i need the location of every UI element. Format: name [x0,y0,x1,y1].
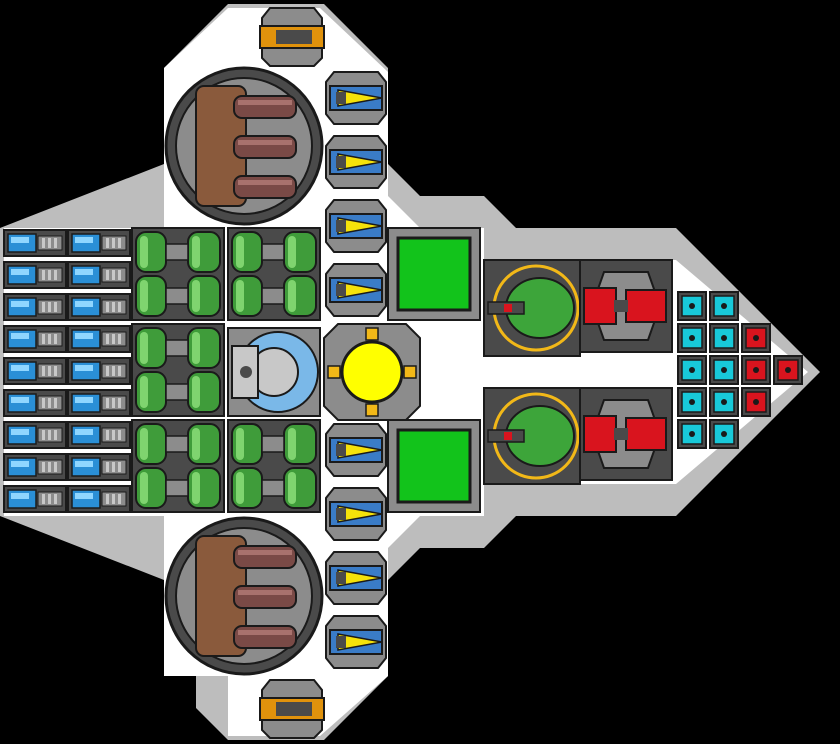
control-panel-icon[interactable] [387,419,481,513]
thruster-icon[interactable] [325,615,387,669]
fuel-tank-icon[interactable] [227,419,321,513]
shield-cell-icon[interactable] [741,355,771,385]
cargo-bay-icon[interactable] [164,66,324,226]
shield-cell-icon[interactable] [773,355,803,385]
cargo-bay-icon[interactable] [164,516,324,676]
battery-icon[interactable] [3,357,67,385]
battery-icon[interactable] [67,453,131,481]
battery-icon[interactable] [3,261,67,289]
shield-cell-icon[interactable] [741,323,771,353]
shield-cell-icon[interactable] [709,387,739,417]
turret-icon[interactable] [483,259,581,357]
turret-icon[interactable] [483,387,581,485]
thruster-icon[interactable] [325,199,387,253]
shield-cell-icon[interactable] [677,323,707,353]
battery-icon[interactable] [67,261,131,289]
cannon-icon[interactable] [579,387,673,481]
battery-icon[interactable] [3,293,67,321]
drill-icon[interactable] [259,679,325,739]
shield-cell-icon[interactable] [709,355,739,385]
thruster-icon[interactable] [325,423,387,477]
battery-icon[interactable] [3,421,67,449]
battery-icon[interactable] [67,325,131,353]
thruster-icon[interactable] [325,263,387,317]
fuel-tank-icon[interactable] [131,227,225,321]
battery-icon[interactable] [3,389,67,417]
thruster-icon[interactable] [325,71,387,125]
battery-icon[interactable] [67,389,131,417]
cannon-icon[interactable] [579,259,673,353]
battery-icon[interactable] [67,293,131,321]
battery-icon[interactable] [3,485,67,513]
battery-icon[interactable] [67,421,131,449]
shield-cell-icon[interactable] [677,355,707,385]
fuel-tank-icon[interactable] [131,419,225,513]
shield-cell-icon[interactable] [709,323,739,353]
fuel-tank-icon[interactable] [227,227,321,321]
thruster-icon[interactable] [325,135,387,189]
shield-cell-icon[interactable] [709,291,739,321]
drill-icon[interactable] [259,7,325,67]
shield-cell-icon[interactable] [677,291,707,321]
shield-cell-icon[interactable] [709,419,739,449]
battery-icon[interactable] [3,453,67,481]
battery-icon[interactable] [67,229,131,257]
gyroscope-icon[interactable] [227,327,321,417]
shield-cell-icon[interactable] [677,419,707,449]
battery-icon[interactable] [3,229,67,257]
fuel-tank-icon[interactable] [131,323,225,417]
battery-icon[interactable] [67,357,131,385]
control-panel-icon[interactable] [387,227,481,321]
battery-icon[interactable] [3,325,67,353]
shield-cell-icon[interactable] [677,387,707,417]
reactor-icon[interactable] [323,323,421,421]
thruster-icon[interactable] [325,551,387,605]
shield-cell-icon[interactable] [741,387,771,417]
thruster-icon[interactable] [325,487,387,541]
battery-icon[interactable] [67,485,131,513]
